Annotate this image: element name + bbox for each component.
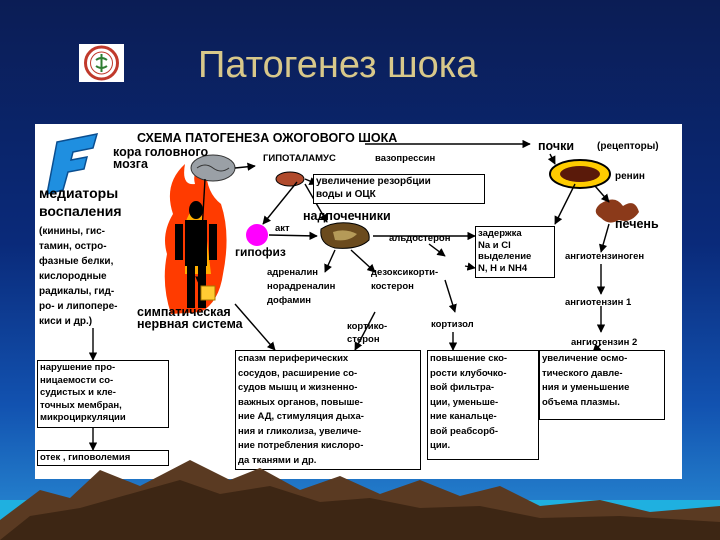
mountains-decoration [0,460,720,540]
kidneys-label: почки [538,139,575,153]
angiotensin1-label: ангиотензин 1 [565,297,632,308]
permeability-box: нарушение про- ницаемости со- судистых и… [37,360,169,428]
spasm-box: спазм периферических сосудов, расширение… [235,350,421,470]
adrenaline-label: адреналин норадреналин дофамин [267,267,336,306]
adrenals-label: надпочечники [303,209,391,223]
act-label: акт [275,223,290,234]
vasopressin-label: вазопрессин [375,153,436,164]
diagram-panel: СХЕМА ПАТОГЕНЕЗА ОЖОГОВОГО ШОКА кора гол… [35,124,682,479]
aldosterone-label: альдостерон [389,233,451,244]
diagram-graphics [46,133,639,451]
hypophysis-label: гипофиз [235,245,286,259]
sympathetic-label: симпатическая нервная система [137,305,243,331]
mediators-list: (кинины, гис- тамин, остро- фазные белки… [39,226,118,327]
hypothalamus-label: ГИПОТАЛАМУС [263,153,336,164]
angiotensinogen-label: ангиотензиноген [565,251,645,262]
edema-box: отек , гиповолемия [37,450,169,466]
corticosterone-label: кортико- стерон [347,321,388,345]
diagram-heading: СХЕМА ПАТОГЕНЕЗА ОЖОГОВОГО ШОКА [137,131,398,145]
cortisol-label: кортизол [431,319,474,330]
receptors-label: (рецепторы) [597,141,659,152]
mediators-label: медиаторы воспаления [39,185,122,219]
resorption-box: увеличение резорбции воды и ОЦК [313,174,485,204]
cortex-label: кора головного мозга [113,145,209,171]
renin-label: ренин [615,171,645,182]
logo [79,44,124,82]
liver-label: печень [615,217,659,231]
slide-title: Патогенез шока [198,44,478,86]
retention-box: задержка Na и Cl выделение N, H и NH4 [475,226,555,278]
angiotensin2-label: ангиотензин 2 [571,337,638,348]
deoxycorticosterone-label: дезоксикорти- костерон [371,267,439,292]
osmotic-box: увеличение осмо- тического давле- ния и … [539,350,665,420]
filtration-box: повышение ско- рости клубочко- вой фильт… [427,350,539,460]
